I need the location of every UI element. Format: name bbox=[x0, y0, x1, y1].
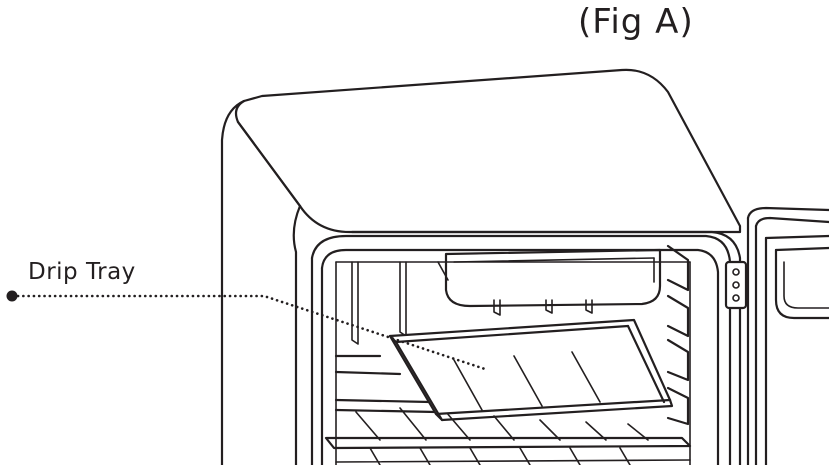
side-rails bbox=[666, 244, 690, 426]
callout-dot bbox=[6, 290, 18, 302]
cabinet-shell bbox=[220, 68, 742, 467]
figure-title: (Fig A) bbox=[578, 2, 694, 42]
callout-label-drip-tray: Drip Tray bbox=[28, 259, 136, 285]
wire-shelf bbox=[324, 407, 692, 466]
drip-tray bbox=[388, 318, 674, 422]
open-door bbox=[724, 206, 829, 467]
callout-line bbox=[16, 294, 490, 372]
lower-shelf bbox=[334, 354, 438, 414]
drip-tray-leader bbox=[6, 290, 490, 372]
freezer-compartment bbox=[444, 248, 662, 308]
